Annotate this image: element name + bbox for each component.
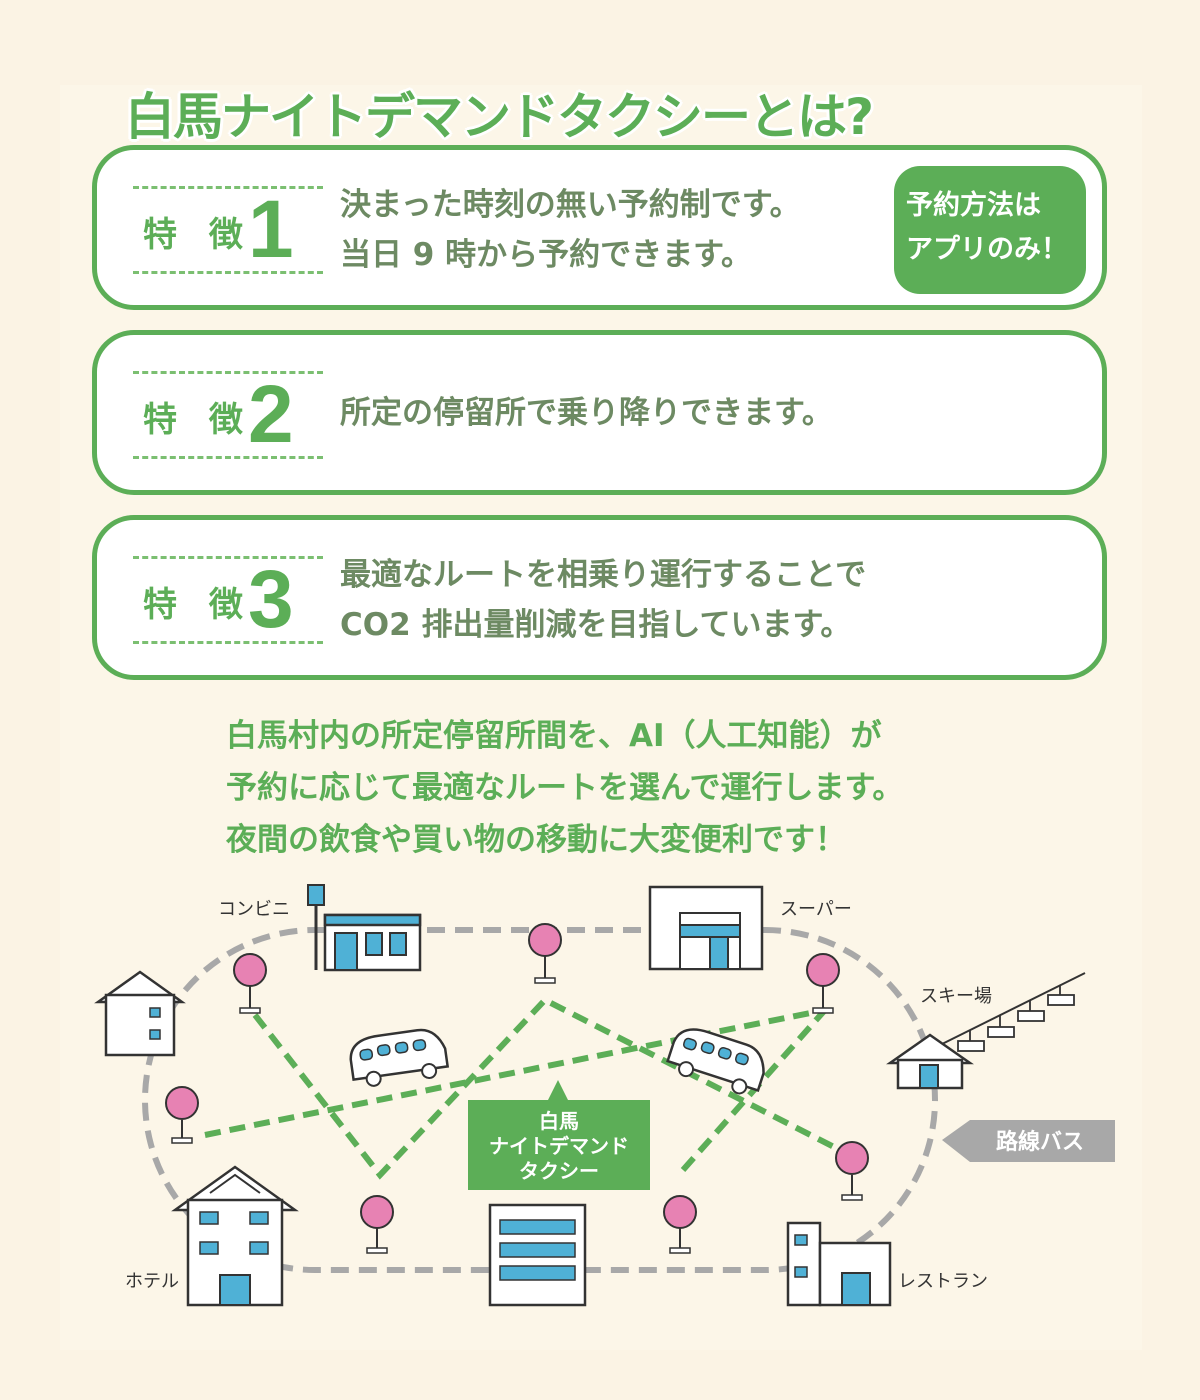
taxi-van-icon xyxy=(666,1028,765,1095)
feature-word: 特 徴 xyxy=(143,215,253,255)
feature-line: CO2 排出量削減を目指しています。 xyxy=(340,607,852,643)
feature-line: 最適なルートを相乗り運行することで xyxy=(340,557,867,593)
feature-text-2: 所定の停留所で乗り降りできます。 xyxy=(340,388,833,438)
bus-label-tag: 路線バス xyxy=(942,1120,1115,1162)
taxi-van-icon xyxy=(349,1028,450,1087)
feature-card-1: 特 徴 1 決まった時刻の無い予約制です。 当日 9 時から予約できます。 予約… xyxy=(92,145,1107,310)
feature-label-2: 特 徴 2 xyxy=(133,371,323,459)
feature-number: 3 xyxy=(248,554,294,645)
taxi-label-line: 白馬 xyxy=(539,1109,579,1133)
feature-number: 2 xyxy=(248,369,294,460)
restaurant-label: レストラン xyxy=(898,1271,988,1292)
taxi-label-line: タクシー xyxy=(519,1159,599,1183)
feature-card-2: 特 徴 2 所定の停留所で乗り降りできます。 xyxy=(92,330,1107,495)
bus-stops xyxy=(165,923,869,1254)
stop-icon xyxy=(165,1086,199,1144)
feature-number: 1 xyxy=(248,184,294,275)
bus-label-text: 路線バス xyxy=(996,1129,1084,1155)
stop-icon xyxy=(233,953,267,1014)
stop-icon xyxy=(835,1141,869,1201)
feature-word: 特 徴 xyxy=(143,400,253,440)
description-line: 予約に応じて最適なルートを選んで運行します。 xyxy=(226,770,904,806)
house-icon xyxy=(94,970,186,1057)
feature-text-3: 最適なルートを相乗り運行することで CO2 排出量削減を目指しています。 xyxy=(340,550,866,650)
service-description: 白馬村内の所定停留所間を、AI（人工知能）が 予約に応じて最適なルートを選んで運… xyxy=(226,710,1066,866)
route-map-illustration: コンビニ スーパー スキー場 ホ xyxy=(94,884,1115,1307)
feature-word: 特 徴 xyxy=(143,585,253,625)
feature-label-1: 特 徴 1 xyxy=(133,186,323,274)
ski-area-icon xyxy=(886,972,1086,1090)
office-building-icon xyxy=(488,1203,587,1307)
restaurant-icon xyxy=(786,1221,892,1307)
hotel-label: ホテル xyxy=(125,1271,179,1292)
description-line: 夜間の飲食や買い物の移動に大変便利です！ xyxy=(226,822,846,858)
hotel-icon xyxy=(171,1165,299,1307)
supermarket-icon xyxy=(648,885,764,971)
feature-line: 所定の停留所で乗り降りできます。 xyxy=(340,395,833,431)
supermarket-label: スーパー xyxy=(780,899,852,920)
convenience-label: コンビニ xyxy=(218,899,290,920)
stop-icon xyxy=(528,923,562,984)
page-title: 白馬ナイトデマンドタクシーとは? xyxy=(125,88,874,146)
taxi-route-b xyxy=(204,1007,826,1138)
convenience-store-icon xyxy=(307,884,422,972)
app-only-badge: 予約方法は アプリのみ！ xyxy=(894,166,1086,294)
taxi-route-a xyxy=(252,996,842,1180)
stop-icon xyxy=(806,953,840,1014)
badge-line: 予約方法は xyxy=(906,190,1041,221)
stop-icon xyxy=(663,1195,697,1254)
taxi-label-line: ナイトデマンド xyxy=(489,1134,629,1158)
feature-line: 当日 9 時から予約できます。 xyxy=(340,237,753,273)
feature-text-1: 決まった時刻の無い予約制です。 当日 9 時から予約できます。 xyxy=(340,180,801,280)
feature-line: 決まった時刻の無い予約制です。 xyxy=(340,187,801,223)
taxi-label-box: 白馬 ナイトデマンド タクシー xyxy=(468,1080,650,1190)
feature-label-3: 特 徴 3 xyxy=(133,556,323,644)
description-line: 白馬村内の所定停留所間を、AI（人工知能）が xyxy=(226,718,882,754)
badge-line: アプリのみ！ xyxy=(906,234,1068,265)
stop-icon xyxy=(360,1195,394,1254)
ski-area-label: スキー場 xyxy=(920,986,992,1007)
feature-card-3: 特 徴 3 最適なルートを相乗り運行することで CO2 排出量削減を目指していま… xyxy=(92,515,1107,680)
